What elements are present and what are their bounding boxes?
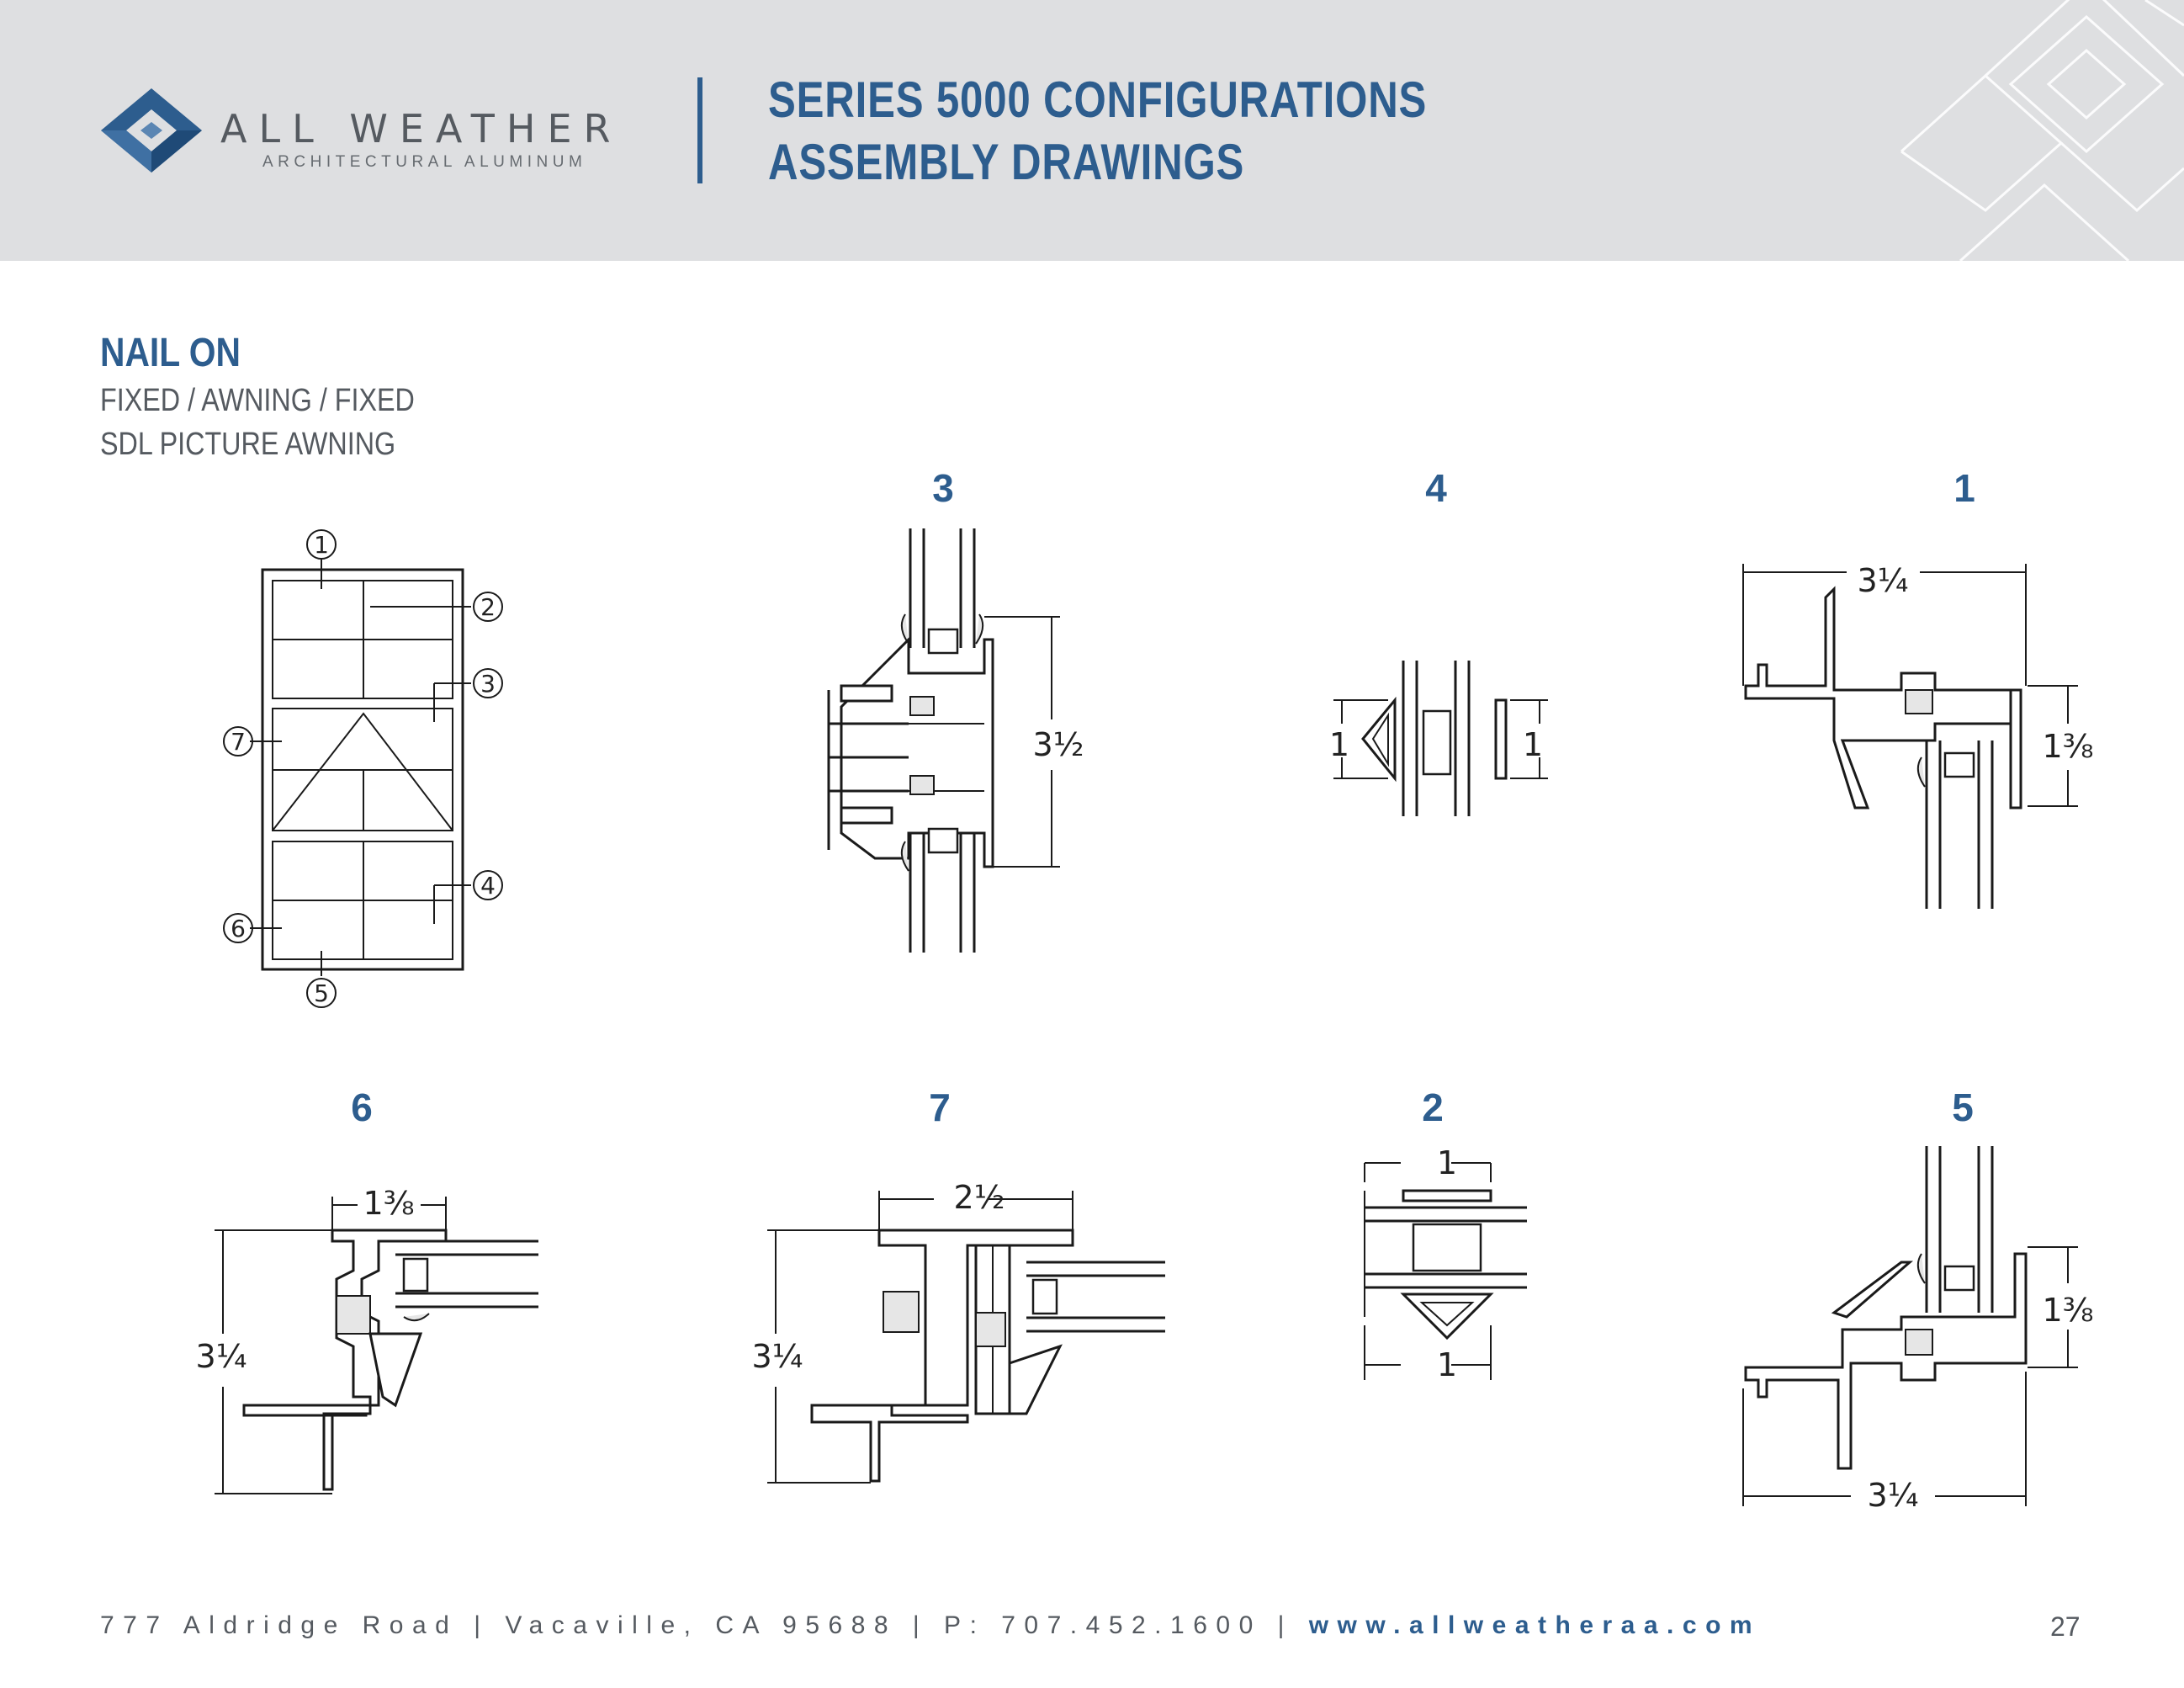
detail-1-dim-height: 1⅜ bbox=[2042, 728, 2093, 765]
footer-website-link[interactable]: www.allweatheraa.com bbox=[1308, 1611, 1762, 1639]
detail-3-label: 3 bbox=[932, 466, 954, 510]
elevation-callout-7: 7 bbox=[223, 726, 253, 756]
section-subtitle-2: SDL PICTURE AWNING bbox=[100, 427, 396, 462]
svg-text:7: 7 bbox=[231, 728, 246, 756]
detail-4-dim-right: 1 bbox=[1523, 726, 1543, 763]
footer-address-text: 777 Aldridge Road | Vacaville, CA 95688 … bbox=[100, 1611, 1309, 1639]
section-title: NAIL ON bbox=[100, 331, 241, 375]
elevation-drawing bbox=[250, 560, 471, 976]
detail-1-dim-width: 3¼ bbox=[1857, 562, 1908, 599]
detail-1-label: 1 bbox=[1953, 466, 1975, 510]
page-number: 27 bbox=[2050, 1611, 2081, 1642]
page-header: ALL WEATHER ARCHITECTURAL ALUMINUM SERIE… bbox=[0, 0, 2184, 261]
svg-text:5: 5 bbox=[314, 979, 329, 1007]
detail-7-label: 7 bbox=[929, 1086, 951, 1129]
elevation-callout-2: 2 bbox=[473, 592, 503, 622]
detail-7-dim-width: 2½ bbox=[953, 1179, 1005, 1216]
elevation-callout-3: 3 bbox=[473, 668, 503, 698]
detail-6-drawing bbox=[215, 1197, 538, 1494]
svg-text:6: 6 bbox=[231, 915, 246, 942]
detail-2-label: 2 bbox=[1422, 1086, 1444, 1129]
detail-5-drawing bbox=[1742, 1146, 2078, 1506]
logo-mark-icon bbox=[101, 88, 202, 173]
detail-5-dim-width: 3¼ bbox=[1867, 1477, 1918, 1514]
detail-4-label: 4 bbox=[1425, 466, 1447, 510]
detail-7-dim-height: 3¼ bbox=[751, 1338, 803, 1375]
header-decoration-icon bbox=[1900, 0, 2184, 261]
detail-4-drawing bbox=[1333, 661, 1548, 816]
detail-4-dim-left: 1 bbox=[1329, 726, 1349, 763]
header-divider bbox=[697, 77, 702, 183]
detail-6-label: 6 bbox=[351, 1086, 373, 1129]
elevation-callout-1: 1 bbox=[306, 529, 337, 560]
section-subtitle-1: FIXED / AWNING / FIXED bbox=[100, 383, 415, 418]
svg-text:2: 2 bbox=[480, 593, 496, 621]
elevation-callout-4: 4 bbox=[473, 870, 503, 900]
detail-3-drawing bbox=[827, 528, 1060, 953]
detail-7-drawing bbox=[767, 1191, 1165, 1484]
detail-5-label: 5 bbox=[1952, 1086, 1974, 1129]
elevation-callout-5: 5 bbox=[306, 978, 337, 1008]
svg-text:3: 3 bbox=[480, 670, 496, 698]
elevation-callout-6: 6 bbox=[223, 913, 253, 943]
brand-subtitle: ARCHITECTURAL ALUMINUM bbox=[262, 153, 587, 171]
detail-2-dim-top: 1 bbox=[1437, 1144, 1457, 1181]
detail-1-drawing bbox=[1742, 564, 2078, 909]
footer-address: 777 Aldridge Road | Vacaville, CA 95688 … bbox=[100, 1611, 1761, 1640]
detail-5-dim-height: 1⅜ bbox=[2042, 1292, 2093, 1329]
brand-name: ALL WEATHER bbox=[220, 106, 623, 151]
detail-6-dim-width: 1⅜ bbox=[363, 1185, 414, 1222]
detail-2-drawing bbox=[1364, 1162, 1527, 1380]
svg-text:1: 1 bbox=[314, 531, 329, 559]
page-title-line-2: ASSEMBLY DRAWINGS bbox=[768, 134, 1245, 190]
page-title-line-1: SERIES 5000 CONFIGURATIONS bbox=[768, 72, 1428, 128]
svg-text:4: 4 bbox=[480, 872, 496, 900]
detail-3-dim-height: 3½ bbox=[1032, 726, 1084, 763]
detail-2-dim-bottom: 1 bbox=[1437, 1346, 1457, 1383]
detail-6-dim-height: 3¼ bbox=[195, 1338, 246, 1375]
